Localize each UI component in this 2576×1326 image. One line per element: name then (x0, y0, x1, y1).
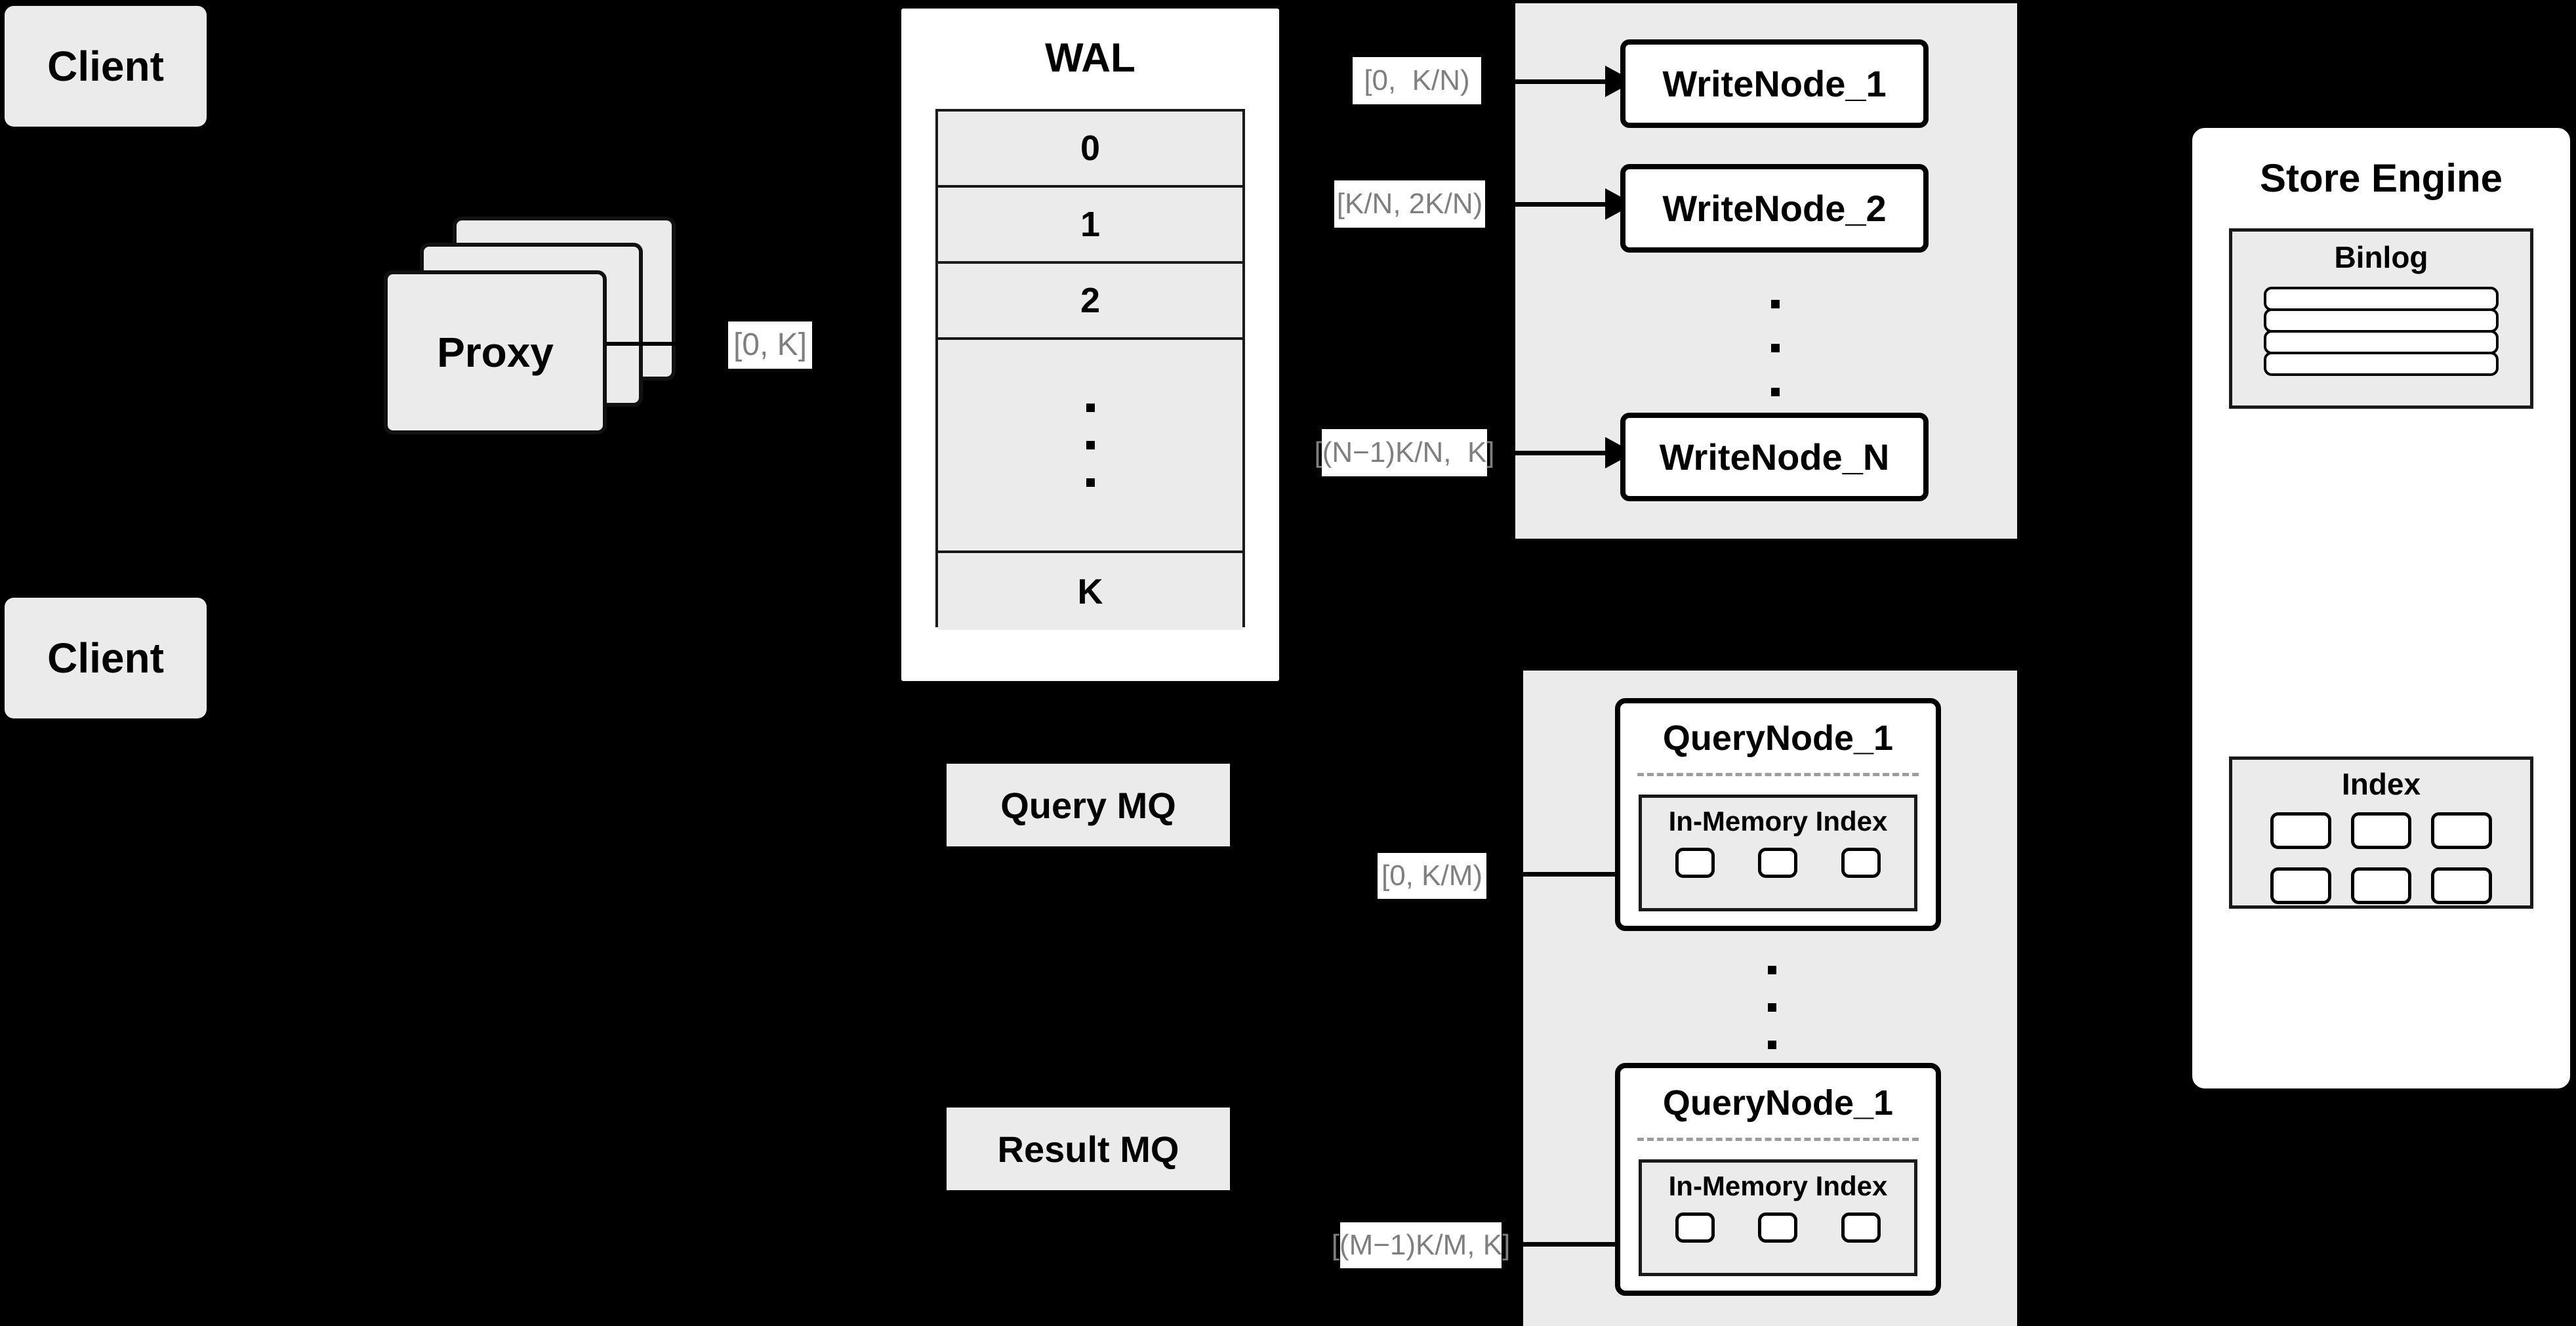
write-node-ellipsis (1767, 279, 1784, 417)
in-memory-index-1: In-Memory Index (1639, 795, 1917, 911)
wal-entry-table: 0 1 2 K (935, 109, 1245, 630)
binlog-row[interactable] (2264, 330, 2499, 354)
wal-entry-row[interactable]: 1 (938, 188, 1242, 264)
query-node-range-label-1: [0, K/M) (1378, 853, 1486, 899)
query-node-divider (1637, 773, 1919, 776)
query-node-1[interactable]: QueryNode_1 In-Memory Index (1615, 698, 1941, 931)
in-memory-index-slots (1642, 1212, 1914, 1243)
index-slot[interactable] (1675, 1212, 1715, 1243)
proxy-box[interactable]: Proxy (384, 270, 607, 434)
binlog-row[interactable] (2264, 287, 2499, 311)
write-node-arrow-line-n (1515, 451, 1607, 455)
query-node-title: QueryNode_1 (1662, 1083, 1894, 1123)
in-memory-index-slots (1642, 848, 1914, 878)
write-node-1[interactable]: WriteNode_1 (1620, 39, 1929, 128)
in-memory-index-title: In-Memory Index (1668, 806, 1888, 837)
store-index-grid (2270, 812, 2492, 904)
client-label: Client (47, 634, 164, 682)
index-cell[interactable] (2431, 812, 2492, 849)
query-node-ellipsis (1763, 948, 1780, 1066)
index-cell[interactable] (2270, 867, 2331, 904)
index-slot[interactable] (1841, 848, 1881, 878)
client-box-2[interactable]: Client (5, 598, 207, 718)
index-cell[interactable] (2350, 867, 2412, 904)
write-node-range-label-n: [(N−1)K/N, K] (1314, 429, 1495, 476)
index-cell[interactable] (2270, 812, 2331, 849)
proxy-to-wal-line (607, 342, 738, 346)
write-node-arrow-line-1 (1515, 79, 1607, 84)
store-engine-box: Store Engine Binlog Index (2188, 123, 2575, 1093)
write-node-range-label-1: [0, K/N) (1353, 57, 1481, 104)
query-node-arrow-line-2 (1523, 1242, 1622, 1247)
query-node-divider (1637, 1138, 1919, 1141)
binlog-box: Binlog (2229, 228, 2533, 409)
wal-title: WAL (1045, 35, 1135, 81)
wal-entry-row[interactable]: K (938, 553, 1242, 630)
binlog-rows (2264, 287, 2499, 376)
write-node-range-label-2: [K/N, 2K/N) (1334, 180, 1485, 228)
index-slot[interactable] (1758, 1212, 1798, 1243)
write-node-arrow-line-2 (1515, 202, 1607, 207)
client-label: Client (47, 43, 164, 90)
wal-entry-ellipsis-row (938, 340, 1242, 553)
result-mq-box[interactable]: Result MQ (947, 1108, 1230, 1190)
write-node-n[interactable]: WriteNode_N (1620, 413, 1929, 501)
proxy-label: Proxy (437, 329, 554, 376)
proxy-output-range-label: [0, K] (728, 321, 812, 369)
in-memory-index-title: In-Memory Index (1668, 1171, 1888, 1201)
query-mq-box[interactable]: Query MQ (947, 764, 1230, 846)
index-slot[interactable] (1675, 848, 1715, 878)
binlog-row[interactable] (2264, 308, 2499, 333)
binlog-row[interactable] (2264, 352, 2499, 376)
index-cell[interactable] (2350, 812, 2412, 849)
wal-entry-row[interactable]: 2 (938, 264, 1242, 340)
query-node-2[interactable]: QueryNode_1 In-Memory Index (1615, 1063, 1941, 1296)
index-slot[interactable] (1758, 848, 1798, 878)
wal-box: WAL 0 1 2 K (897, 4, 1284, 686)
store-index-box: Index (2229, 756, 2533, 909)
store-index-title: Index (2341, 767, 2421, 801)
client-box-1[interactable]: Client (5, 6, 207, 127)
query-node-title: QueryNode_1 (1662, 718, 1894, 758)
write-node-2[interactable]: WriteNode_2 (1620, 164, 1929, 253)
query-node-range-label-2: [(M−1)K/M, K] (1332, 1222, 1510, 1268)
store-engine-title: Store Engine (2259, 156, 2503, 200)
binlog-title: Binlog (2334, 240, 2428, 274)
in-memory-index-2: In-Memory Index (1639, 1159, 1917, 1276)
wal-entry-row[interactable]: 0 (938, 112, 1242, 188)
index-cell[interactable] (2431, 867, 2492, 904)
index-slot[interactable] (1841, 1212, 1881, 1243)
query-node-arrow-line-1 (1523, 872, 1622, 877)
